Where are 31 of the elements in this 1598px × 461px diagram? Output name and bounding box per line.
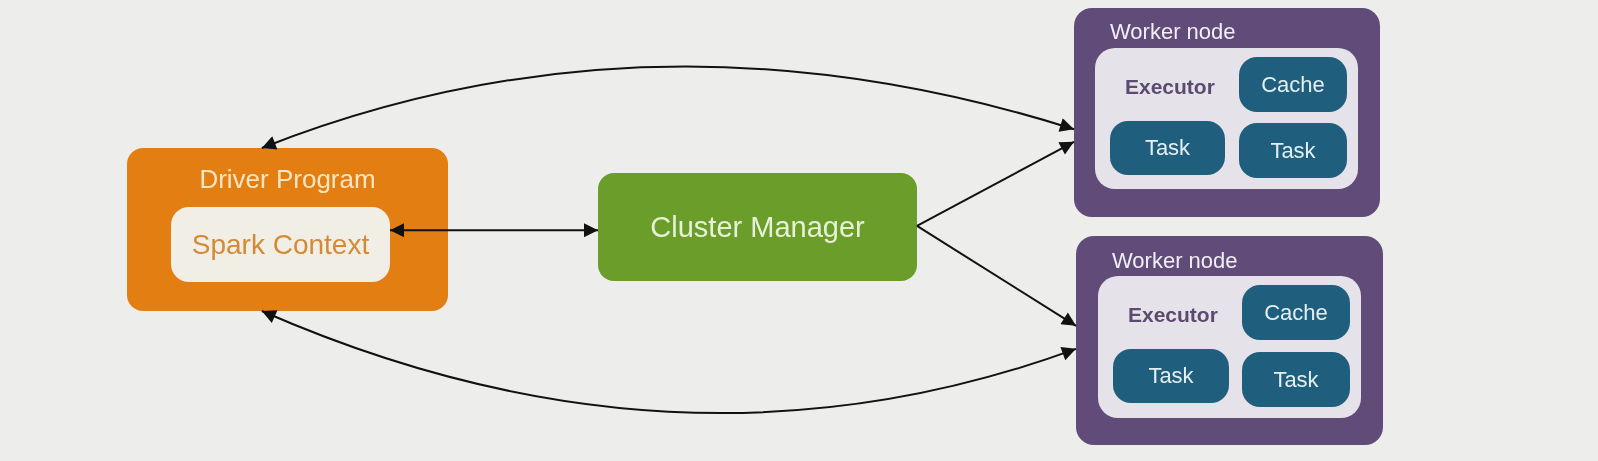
arrow: [916, 140, 1075, 227]
double-arrow: [260, 65, 1075, 150]
context-box: [171, 207, 390, 282]
manager-box: [598, 173, 917, 281]
executor-panel: [1095, 48, 1358, 189]
box-title: Worker node: [1110, 19, 1236, 45]
box-label: Cluster Manager: [650, 210, 865, 244]
box-title: Driver Program: [199, 163, 376, 195]
box-label: Spark Context: [191, 227, 370, 262]
driver-box: [127, 148, 448, 311]
box-label: Cache: [1264, 299, 1328, 326]
worker-box: [1076, 236, 1383, 445]
cache-box: [1242, 285, 1350, 340]
task-box: [1242, 352, 1350, 407]
box-title: Worker node: [1112, 248, 1238, 274]
panel-title: Executor: [1128, 302, 1218, 328]
box-label: Task: [1270, 137, 1316, 164]
task-box: [1239, 123, 1347, 178]
box-label: Task: [1148, 363, 1194, 389]
task-box: [1110, 121, 1225, 175]
box-label: Task: [1273, 366, 1319, 393]
double-arrow: [389, 223, 599, 238]
worker-box: [1074, 8, 1380, 217]
cache-box: [1239, 57, 1347, 112]
box-label: Task: [1144, 135, 1191, 161]
arrow: [916, 224, 1077, 327]
task-box: [1113, 349, 1229, 403]
box-label: Cache: [1261, 71, 1325, 98]
panel-title: Executor: [1125, 74, 1215, 100]
double-arrow: [260, 309, 1077, 414]
executor-panel: [1098, 276, 1361, 418]
